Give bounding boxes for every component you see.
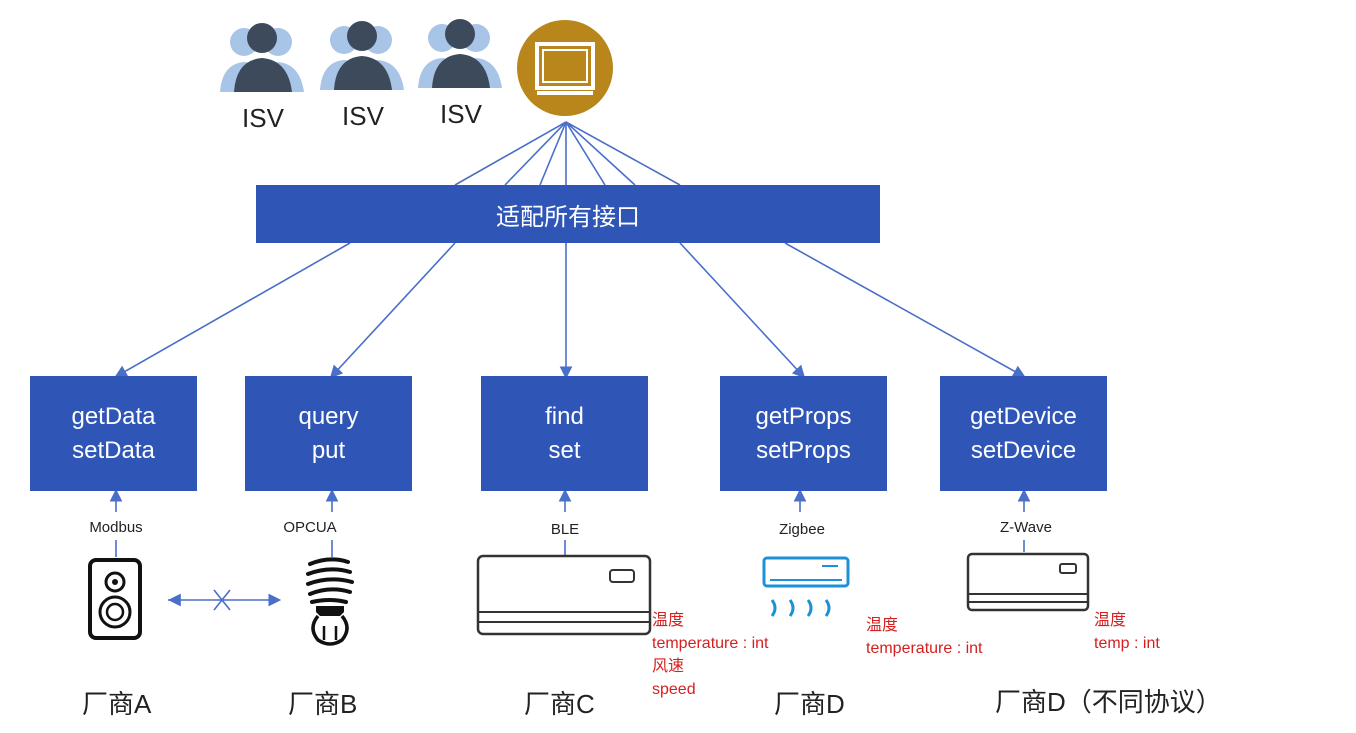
api-box-e: getDevice setDevice [940, 376, 1107, 491]
user-group-icon [220, 23, 304, 92]
api-line-2: put [311, 436, 346, 464]
protocol-label: OPCUA [283, 519, 337, 536]
api-box-d: getProps setProps [720, 376, 887, 491]
air-conditioner-icon [966, 552, 1090, 612]
air-conditioner-icon [762, 556, 850, 617]
api-line-1: getData [71, 402, 156, 430]
annotation-line: temperature : int [652, 635, 769, 652]
isv-label: ISV [342, 101, 384, 131]
user-group-icon [320, 21, 404, 90]
arrow-to-d [679, 242, 806, 379]
api-line-1: getDevice [970, 402, 1077, 430]
protocol-label: Zigbee [779, 521, 825, 538]
annotation-line: temp : int [1094, 635, 1160, 652]
isv-label: ISV [242, 103, 284, 133]
api-line-1: find [545, 402, 584, 430]
api-line-2: set [548, 436, 581, 464]
annotation-line: speed [652, 681, 696, 698]
isv-user-1 [218, 20, 310, 97]
api-line-2: setData [72, 436, 155, 464]
vendor-label: 厂商C [524, 689, 595, 719]
isv-label: ISV [440, 99, 482, 129]
annotation-c: 温度 temperature : int 风速 speed [652, 609, 769, 701]
vendor-label: 厂商B [288, 689, 358, 719]
api-box-c: find set [481, 376, 648, 491]
protocol-label: Z-Wave [1000, 519, 1052, 536]
vendor-label: 厂商D [774, 689, 845, 719]
isv-user-3 [416, 16, 508, 93]
adapter-bar: 适配所有接口 [256, 185, 880, 243]
annotation-e: 温度 temp : int [1094, 609, 1160, 655]
bulb-icon [306, 557, 354, 646]
vendor-label: 厂商D（不同协议） [995, 687, 1222, 717]
speaker-icon [88, 558, 142, 640]
arrow-to-e [784, 242, 1026, 378]
air-conditioner-icon [476, 554, 652, 636]
vendor-label: 厂商A [82, 689, 152, 719]
annotation-line: 温度 [652, 612, 685, 629]
client-monitor [516, 19, 614, 122]
api-box-b: query put [245, 376, 412, 491]
api-line-1: getProps [755, 402, 852, 430]
monitor-icon [517, 20, 613, 116]
user-group-icon [418, 19, 502, 88]
annotation-line: 温度 [1094, 612, 1127, 629]
protocol-label: BLE [550, 521, 580, 538]
annotation-d: 温度 temperature : int [866, 614, 983, 660]
annotation-line: temperature : int [866, 640, 983, 657]
annotation-line: 温度 [866, 617, 899, 634]
api-line-2: setDevice [970, 436, 1077, 464]
api-line-1: query [298, 402, 359, 430]
arrow-to-a [114, 242, 351, 378]
api-box-a: getData setData [30, 376, 197, 491]
api-line-2: setProps [756, 436, 851, 464]
isv-user-2 [318, 18, 410, 95]
arrow-to-b [329, 242, 456, 379]
protocol-label: Modbus [89, 519, 143, 536]
annotation-line: 风速 [652, 658, 685, 675]
